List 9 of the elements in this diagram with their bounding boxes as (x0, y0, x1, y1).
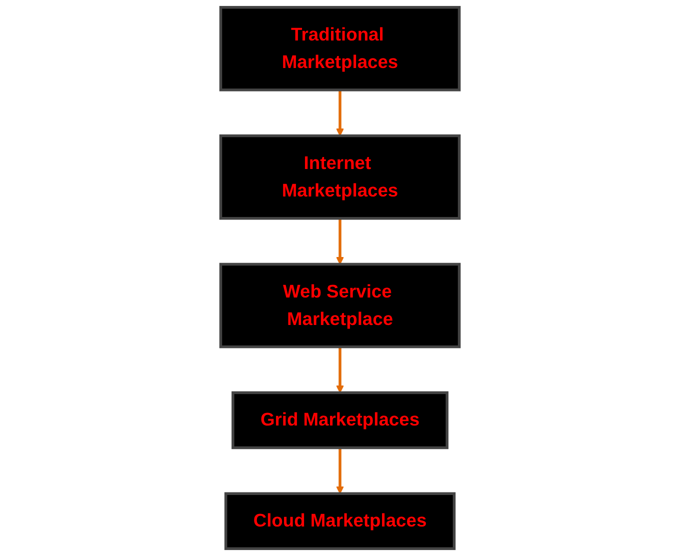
node-box: Grid Marketplaces (232, 391, 448, 450)
arrow (336, 448, 344, 494)
arrow (336, 90, 344, 136)
arrow (336, 218, 344, 265)
node-box: Traditional Marketplaces (219, 6, 461, 92)
node-box: Cloud Marketplaces (224, 492, 456, 550)
node-box: Web Service Marketplace (219, 262, 461, 348)
arrow (336, 346, 344, 394)
node-box: Internet Marketplaces (219, 134, 461, 220)
